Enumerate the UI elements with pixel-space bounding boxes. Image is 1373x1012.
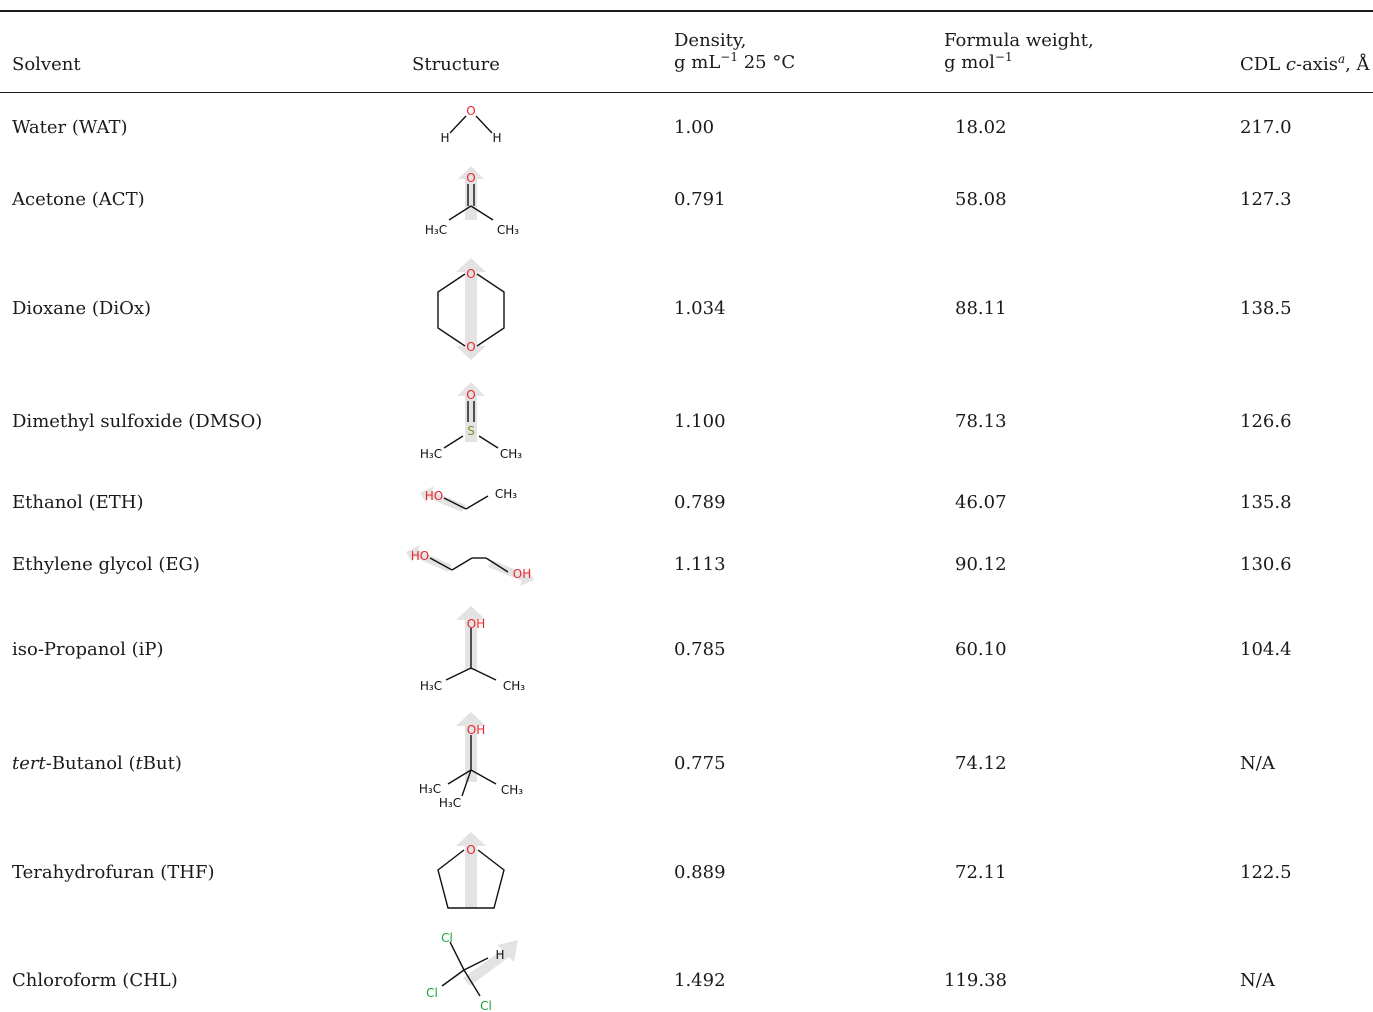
dipole-arrow [456, 832, 486, 908]
density-value: 1.034 [674, 298, 726, 319]
density-value: 0.791 [674, 189, 726, 210]
density-value: 0.785 [674, 639, 726, 660]
header-structure: Structure [412, 54, 500, 75]
svg-text:CH₃: CH₃ [500, 447, 522, 461]
svg-text:S: S [467, 424, 475, 438]
formula-weight-value: 18.02 [955, 117, 1007, 138]
structure-chloroform: Cl H Cl Cl [400, 928, 545, 1012]
svg-text:O: O [466, 388, 475, 402]
solvent-name: Chloroform (CHL) [12, 970, 178, 991]
structure-dioxane: O O [400, 254, 545, 364]
svg-text:OH: OH [513, 567, 531, 581]
cdl-value: 126.6 [1240, 411, 1292, 432]
svg-text:O: O [466, 104, 475, 118]
svg-text:H₃C: H₃C [420, 679, 442, 693]
density-value: 0.775 [674, 753, 726, 774]
dipole-arrow [457, 382, 485, 442]
header-formula-weight: Formula weight, g mol−1 [944, 30, 1094, 73]
table-top-rule [0, 10, 1373, 12]
cdl-value: N/A [1240, 970, 1275, 991]
density-value: 1.113 [674, 554, 726, 575]
cdl-value: 138.5 [1240, 298, 1292, 319]
svg-text:O: O [466, 171, 475, 185]
solvent-name: Dioxane (DiOx) [12, 298, 152, 319]
density-value: 1.492 [674, 970, 726, 991]
cdl-value: N/A [1240, 753, 1275, 774]
svg-text:O: O [466, 340, 475, 354]
solvent-name: Ethylene glycol (EG) [12, 554, 200, 575]
svg-text:O: O [466, 267, 475, 281]
structure-ethylene-glycol: HO OH [400, 540, 545, 590]
density-value: 1.100 [674, 411, 726, 432]
structure-thf: O [400, 828, 545, 918]
header-solvent: Solvent [12, 54, 81, 75]
dipole-arrow [406, 545, 452, 572]
solvent-name: Water (WAT) [12, 117, 128, 138]
svg-text:H₃C: H₃C [425, 223, 447, 237]
formula-weight-value: 74.12 [955, 753, 1007, 774]
formula-weight-value: 60.10 [955, 639, 1007, 660]
structure-tert-butanol: OH H₃C CH₃ H₃C [400, 708, 545, 816]
solvent-name: Ethanol (ETH) [12, 492, 144, 513]
structure-water: O H H [400, 100, 545, 150]
svg-text:H₃C: H₃C [420, 447, 442, 461]
solvent-name: tert-Butanol (tBut) [12, 753, 182, 774]
formula-weight-value: 78.13 [955, 411, 1007, 432]
formula-weight-value: 88.11 [955, 298, 1007, 319]
structure-ethanol: HO CH₃ [400, 480, 545, 520]
formula-weight-value: 90.12 [955, 554, 1007, 575]
header-cdl-c-axis: CDL c-axisa, Å [1240, 52, 1370, 75]
structure-acetone: O H₃C CH₃ [400, 162, 545, 242]
cdl-value: 130.6 [1240, 554, 1292, 575]
solvent-name: Terahydrofuran (THF) [12, 862, 215, 883]
svg-text:HO: HO [425, 489, 443, 503]
dipole-arrow [458, 166, 484, 220]
svg-text:OH: OH [467, 617, 485, 631]
cdl-value: 122.5 [1240, 862, 1292, 883]
structure-dmso: O S H₃C CH₃ [400, 378, 545, 466]
svg-text:CH₃: CH₃ [503, 679, 525, 693]
svg-text:Cl: Cl [441, 931, 453, 945]
dipole-arrow [420, 486, 466, 512]
density-value: 0.789 [674, 492, 726, 513]
svg-text:H₃C: H₃C [439, 796, 461, 810]
svg-text:H: H [440, 131, 449, 145]
svg-text:Cl: Cl [426, 986, 438, 1000]
cdl-value: 217.0 [1240, 117, 1292, 138]
header-density: Density, g mL−1 25 °C [674, 30, 796, 73]
formula-weight-value: 119.38 [944, 970, 1007, 991]
header-bottom-rule [0, 92, 1373, 93]
formula-weight-value: 72.11 [955, 862, 1007, 883]
svg-text:H: H [495, 948, 504, 962]
svg-text:CH₃: CH₃ [501, 783, 523, 797]
cdl-value: 135.8 [1240, 492, 1292, 513]
svg-text:Cl: Cl [480, 999, 492, 1012]
cdl-value: 104.4 [1240, 639, 1292, 660]
cdl-value: 127.3 [1240, 189, 1292, 210]
structure-iso-propanol: OH H₃C CH₃ [400, 602, 545, 696]
svg-text:OH: OH [467, 723, 485, 737]
formula-weight-value: 46.07 [955, 492, 1007, 513]
density-value: 1.00 [674, 117, 715, 138]
svg-text:HO: HO [411, 549, 429, 563]
solvent-name: Acetone (ACT) [12, 189, 145, 210]
density-value: 0.889 [674, 862, 726, 883]
solvent-name: Dimethyl sulfoxide (DMSO) [12, 411, 263, 432]
svg-text:H₃C: H₃C [419, 782, 441, 796]
solvent-name: iso-Propanol (iP) [12, 639, 164, 660]
svg-text:H: H [492, 131, 501, 145]
dipole-arrow [456, 258, 486, 360]
svg-text:CH₃: CH₃ [497, 223, 519, 237]
svg-text:O: O [466, 843, 475, 857]
formula-weight-value: 58.08 [955, 189, 1007, 210]
svg-text:CH₃: CH₃ [495, 487, 517, 501]
dipole-arrow [463, 940, 518, 986]
